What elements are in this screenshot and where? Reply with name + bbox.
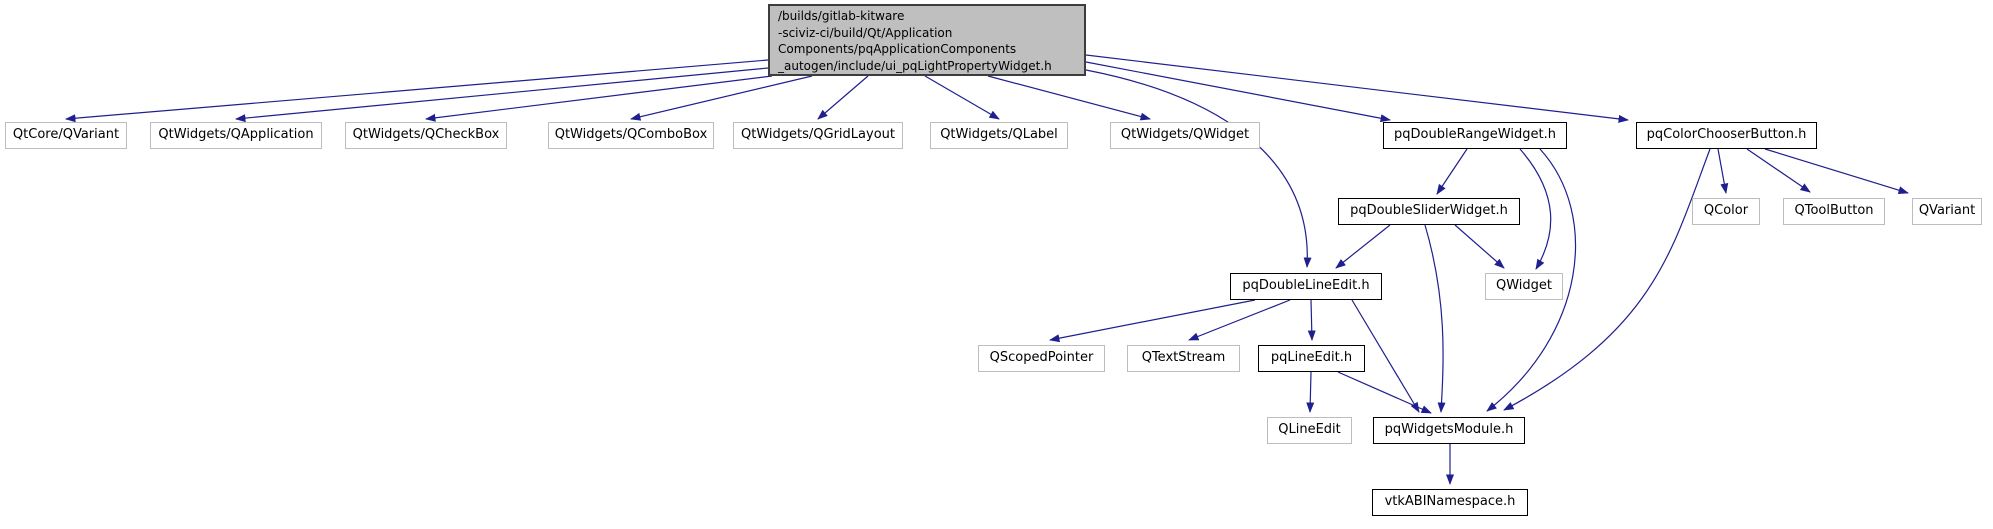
edge-root-to-qtcore-qvariant: [65, 59, 769, 123]
node-qtcore-qvariant: QtCore/QVariant: [5, 122, 127, 149]
edge-pqcolorchooser-to-pqwidgetsmodule: [1503, 148, 1711, 411]
node-label: QColor: [1703, 203, 1749, 219]
edge-pqcolorchooser-to-qtoolbutton: [1746, 148, 1811, 193]
node-pqwidgetsmodule[interactable]: pqWidgetsModule.h: [1373, 417, 1525, 444]
edge-pqdoubleslider-to-pqdoublelineedit: [1335, 224, 1391, 269]
node-label: pqDoubleSliderWidget.h: [1350, 203, 1508, 219]
edge-root-to-qapplication: [235, 67, 769, 123]
edge-root-to-pqdoublelineedit: [1085, 69, 1312, 268]
node-label: QTextStream: [1141, 350, 1226, 366]
node-root: /builds/gitlab-kitware -sciviz-ci/build/…: [768, 4, 1086, 76]
edge-pqdoublerange-to-pqdoubleslider: [1436, 148, 1468, 195]
node-label: QtWidgets/QLabel: [940, 127, 1058, 143]
edge-pqlineedit-to-qlineedit: [1306, 371, 1315, 413]
node-qwidget: QWidget: [1485, 273, 1563, 300]
node-qwidget-include: QtWidgets/QWidget: [1110, 122, 1260, 149]
node-label: QtWidgets/QComboBox: [554, 127, 708, 143]
edge-pqdoublerange-to-qwidget: [1519, 148, 1552, 270]
node-label: QtWidgets/QGridLayout: [741, 127, 895, 143]
node-qcombobox: QtWidgets/QComboBox: [548, 122, 714, 149]
node-qcolor: QColor: [1692, 198, 1760, 225]
node-qtoolbutton: QToolButton: [1783, 198, 1885, 225]
edge-pqdoublelineedit-to-qtextstream: [1188, 299, 1291, 341]
node-pqlineedit[interactable]: pqLineEdit.h: [1258, 345, 1365, 372]
node-label: QScopedPointer: [989, 350, 1094, 366]
node-qtextstream: QTextStream: [1127, 345, 1240, 372]
node-label: QtWidgets/QApplication: [158, 127, 314, 143]
node-label: pqLineEdit.h: [1270, 350, 1353, 366]
edge-root-to-pqdoublerange: [1085, 61, 1391, 123]
node-label: QtCore/QVariant: [12, 127, 120, 143]
node-label: QToolButton: [1794, 203, 1874, 219]
edge-pqdoubleslider-to-qwidget: [1454, 224, 1505, 269]
edge-pqdoublelineedit-to-pqwidgetsmodule: [1351, 299, 1420, 413]
node-label: QtWidgets/QWidget: [1120, 127, 1250, 143]
node-qcheckbox: QtWidgets/QCheckBox: [345, 122, 507, 149]
edge-root-to-pqcolorchooser: [1085, 54, 1629, 123]
node-pqcolorchooser[interactable]: pqColorChooserButton.h: [1636, 122, 1817, 149]
node-label: pqWidgetsModule.h: [1384, 422, 1514, 438]
node-label: QWidget: [1495, 278, 1552, 294]
node-label: QLineEdit: [1278, 422, 1341, 438]
edge-root-to-qcombobox: [630, 75, 813, 121]
node-label: vtkABINamespace.h: [1384, 494, 1516, 510]
edge-pqdoublelineedit-to-pqlineedit: [1307, 299, 1316, 341]
node-pqdoublelineedit[interactable]: pqDoubleLineEdit.h: [1230, 273, 1382, 300]
node-qvariant: QVariant: [1912, 198, 1982, 225]
node-pqdoublerange[interactable]: pqDoubleRangeWidget.h: [1383, 122, 1567, 149]
node-vtkabinamespace[interactable]: vtkABINamespace.h: [1372, 489, 1528, 516]
edge-root-to-qgridlayout: [817, 75, 869, 120]
node-qapplication: QtWidgets/QApplication: [150, 122, 322, 149]
node-label: QVariant: [1918, 203, 1976, 219]
edge-pqdoublerange-to-pqwidgetsmodule: [1486, 148, 1576, 412]
edge-pqlineedit-to-pqwidgetsmodule: [1337, 371, 1432, 414]
node-label: pqDoubleLineEdit.h: [1242, 278, 1370, 294]
node-label: pqDoubleRangeWidget.h: [1394, 127, 1556, 143]
edge-pqdoublelineedit-to-qscopedpointer: [1049, 299, 1256, 343]
edge-pqdoubleslider-to-pqwidgetsmodule: [1424, 224, 1446, 413]
node-qgridlayout: QtWidgets/QGridLayout: [733, 122, 903, 149]
node-label: /builds/gitlab-kitware -sciviz-ci/build/…: [778, 9, 1052, 73]
edge-pqcolorchooser-to-qvariant: [1764, 148, 1909, 195]
node-qlabel: QtWidgets/QLabel: [930, 122, 1068, 149]
node-label: pqColorChooserButton.h: [1646, 127, 1807, 143]
edge-root-to-qcheckbox: [425, 75, 773, 122]
edge-pqcolorchooser-to-qcolor: [1717, 148, 1729, 194]
edge-root-to-qlabel: [924, 75, 1000, 120]
edge-root-to-qwidget-include: [987, 75, 1151, 121]
node-label: QtWidgets/QCheckBox: [352, 127, 500, 143]
node-qscopedpointer: QScopedPointer: [978, 345, 1105, 372]
node-pqdoubleslider[interactable]: pqDoubleSliderWidget.h: [1338, 198, 1520, 225]
node-qlineedit: QLineEdit: [1267, 417, 1352, 444]
